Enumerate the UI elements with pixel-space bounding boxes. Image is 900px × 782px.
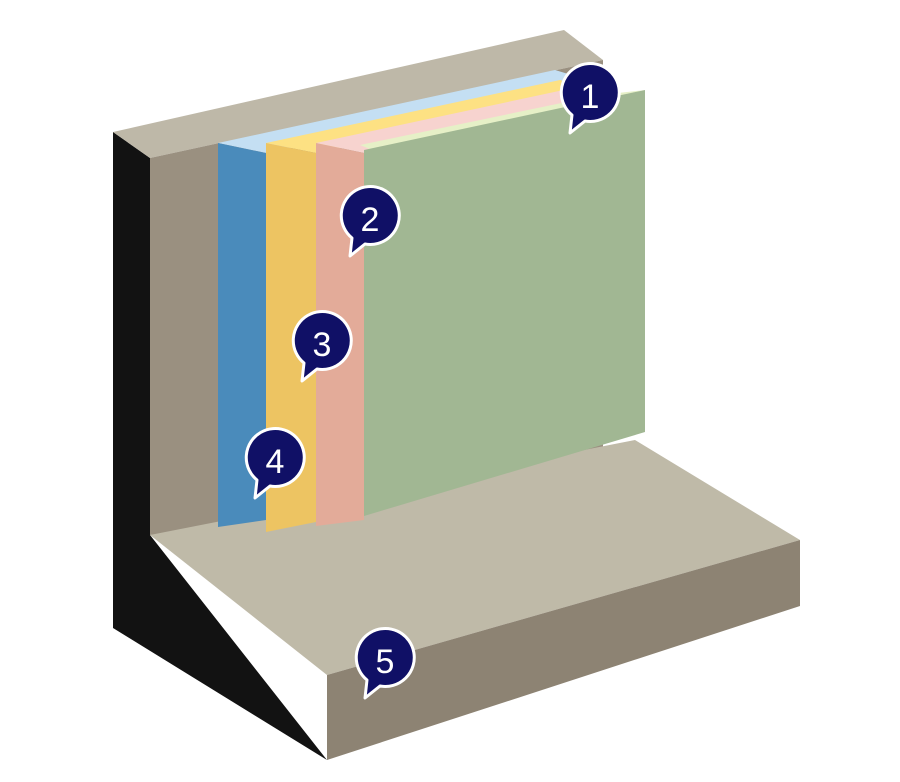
- speech-bubble-icon: [291, 309, 353, 383]
- marker-2-label: 2: [361, 201, 380, 239]
- speech-bubble-icon: [244, 426, 306, 500]
- marker-3-label: 3: [313, 326, 332, 364]
- floor-top-face: [150, 440, 800, 675]
- speech-bubble-icon: [559, 61, 621, 135]
- marker-1-label: 1: [581, 78, 600, 116]
- marker-3: 3: [291, 309, 353, 383]
- speech-bubble-icon: [354, 626, 416, 700]
- layer-4-panel: [218, 143, 266, 527]
- wall-side-face: [113, 132, 327, 760]
- speech-bubble-icon: [339, 184, 401, 258]
- marker-4-label: 4: [266, 443, 285, 481]
- marker-1: 1: [559, 61, 621, 135]
- layer-1-panel: [364, 90, 645, 516]
- marker-5: 5: [354, 626, 416, 700]
- layer-3-top-edge: [266, 80, 600, 153]
- layer-2-top-edge: [316, 88, 613, 153]
- floor-front-face: [327, 540, 800, 760]
- marker-5-label: 5: [376, 643, 395, 681]
- wall-top-face: [113, 30, 603, 158]
- marker-2: 2: [339, 184, 401, 258]
- marker-4: 4: [244, 426, 306, 500]
- layer-4-top-edge: [218, 70, 595, 153]
